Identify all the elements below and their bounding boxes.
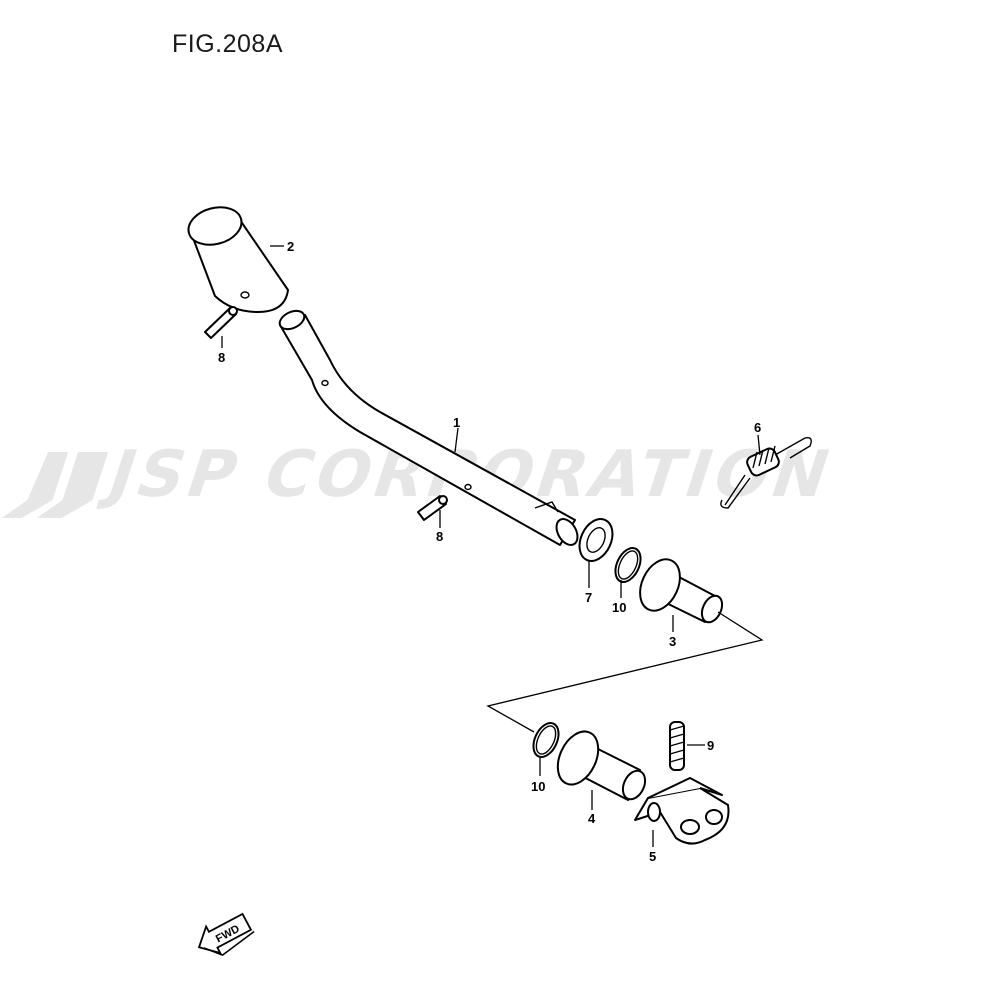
o-ring-upper[interactable] — [610, 544, 645, 586]
callout-8b: 8 — [436, 529, 443, 544]
return-spring[interactable] — [720, 436, 812, 509]
bushing-lower[interactable] — [550, 725, 650, 803]
bushing-upper[interactable] — [632, 553, 726, 626]
watermark-logo-left — [1, 452, 69, 518]
spring-small[interactable] — [669, 721, 685, 771]
callout-10b: 10 — [531, 779, 545, 794]
callout-3: 3 — [669, 634, 676, 649]
shift-lever[interactable] — [277, 307, 582, 548]
leader-lines — [221, 245, 761, 847]
washer[interactable] — [573, 514, 619, 567]
callout-6: 6 — [754, 420, 761, 435]
pin-middle[interactable] — [417, 495, 448, 521]
lever-grip[interactable] — [184, 202, 289, 313]
callout-10a: 10 — [612, 600, 626, 615]
fwd-arrow-icon: FWD — [197, 912, 255, 956]
watermark-logo-right — [36, 452, 109, 518]
callout-1: 1 — [453, 415, 460, 430]
callout-4: 4 — [588, 811, 596, 826]
callout-2: 2 — [287, 239, 294, 254]
o-ring-lower[interactable] — [528, 719, 563, 761]
bracket[interactable] — [634, 777, 730, 845]
figure-title: FIG.208A — [172, 30, 283, 58]
callout-9: 9 — [707, 738, 714, 753]
callout-5: 5 — [649, 849, 656, 864]
callout-8a: 8 — [218, 350, 225, 365]
assembly-guide-line — [486, 611, 764, 733]
pin-upper[interactable] — [204, 306, 238, 339]
callout-7: 7 — [585, 590, 592, 605]
